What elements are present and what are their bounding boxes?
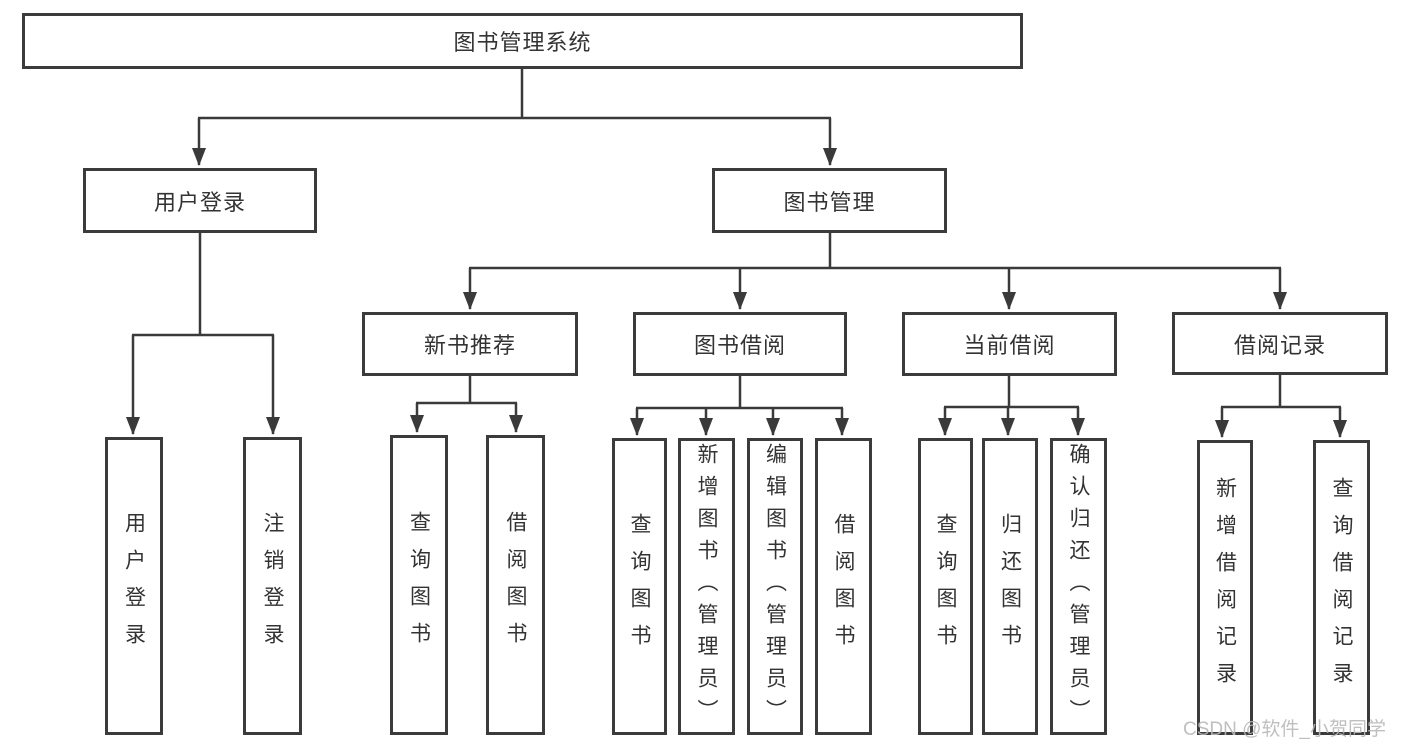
leaf-confirm-return-admin: 确认归还（管理员） — [1050, 438, 1107, 735]
node-root: 图书管理系统 — [22, 13, 1023, 69]
node-borrow-records: 借阅记录 — [1172, 312, 1388, 375]
leaf-recommend-borrow-books: 借阅图书 — [486, 435, 545, 735]
node-book-management-label: 图书管理 — [783, 189, 876, 215]
leaf-logout: 注销登录 — [243, 437, 302, 735]
leaf-add-books-admin: 新增图书（管理员） — [678, 438, 735, 735]
leaf-add-borrow-record: 新增借阅记录 — [1197, 440, 1253, 735]
leaf-borrow-query-books: 查询图书 — [612, 438, 667, 735]
leaf-recommend-query-books: 查询图书 — [390, 435, 448, 735]
node-current-borrow: 当前借阅 — [902, 312, 1117, 376]
node-user-login: 用户登录 — [83, 168, 317, 233]
leaf-query-borrow-record: 查询借阅记录 — [1313, 440, 1370, 735]
leaf-return-books: 归还图书 — [982, 438, 1038, 735]
leaf-borrow-books: 借阅图书 — [815, 438, 872, 735]
leaf-edit-books-admin: 编辑图书（管理员） — [747, 438, 803, 735]
leaf-current-query-books: 查询图书 — [918, 438, 973, 735]
node-current-borrow-label: 当前借阅 — [963, 333, 1056, 358]
leaf-user-login: 用户登录 — [105, 437, 163, 735]
node-book-borrow-label: 图书借阅 — [693, 333, 786, 358]
node-new-book-recommend: 新书推荐 — [362, 312, 578, 376]
node-new-book-recommend-label: 新书推荐 — [423, 333, 516, 358]
watermark: CSDN @软件_小贺同学 — [1183, 719, 1386, 740]
node-user-login-label: 用户登录 — [153, 189, 246, 215]
node-book-management: 图书管理 — [712, 168, 947, 233]
node-borrow-records-label: 借阅记录 — [1233, 332, 1326, 358]
node-root-label: 图书管理系统 — [453, 30, 592, 55]
node-book-borrow: 图书借阅 — [633, 312, 847, 376]
